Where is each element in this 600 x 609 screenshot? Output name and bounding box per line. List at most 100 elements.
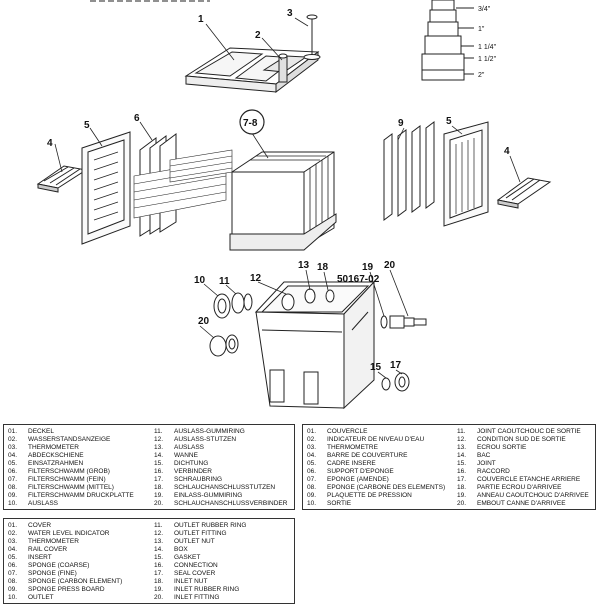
legend-row: 14.BAC	[457, 452, 491, 459]
measurement-1-1-4: 1 1/4"	[478, 44, 497, 51]
callout-19: 19	[362, 262, 374, 273]
callout-20-right: 20	[384, 260, 396, 271]
legend-row: 03.THERMOMETER	[8, 444, 79, 451]
legend-row: 13.AUSLASS	[154, 444, 204, 451]
legend-english: 01.COVER 02.WATER LEVEL INDICATOR 03.THE…	[3, 518, 295, 604]
legend-row: 07.EPONGE (AMENDE)	[307, 476, 389, 483]
callout-circle-7-8	[239, 109, 265, 135]
legend-row: 15.JOINT	[457, 460, 496, 467]
legend-row: 01.DECKEL	[8, 428, 55, 435]
exploded-parts-diagram: 1 2 3 4 5 6 7-8 9 5 4 10 11 12 13 18 501…	[36, 0, 552, 410]
lid-part	[184, 47, 320, 94]
legend-row: 12.OUTLET FITTING	[154, 530, 227, 537]
legend-row: 09.FILTERSCHWAMM DRUCKPLATTE	[8, 492, 134, 499]
legend-row: 11.JOINT CAOUTCHOUC DE SORTIE	[457, 428, 581, 435]
legend-row: 08.SPONGE (CARBON ELEMENT)	[8, 578, 123, 585]
legend-row: 13.OUTLET NUT	[154, 538, 215, 545]
legend-row: 11.OUTLET RUBBER RING	[154, 522, 247, 529]
callout-4-left: 4	[47, 138, 53, 149]
callout-9: 9	[398, 118, 404, 129]
legend-row: 10.OUTLET	[8, 594, 54, 601]
legend-row: 04.BARRE DE COUVERTURE	[307, 452, 408, 459]
legend-row: 17.SCHRAUBRING	[154, 476, 223, 483]
thermometer-part	[303, 14, 321, 60]
legend-row: 05.CADRE INSERE	[307, 460, 376, 467]
legend-row: 10.SORTIE	[307, 500, 352, 507]
callout-17: 17	[390, 360, 402, 371]
legend-row: 18.INLET NUT	[154, 578, 208, 585]
legend-row: 12.AUSLASS-STUTZEN	[154, 436, 237, 443]
gasket-seal-parts	[381, 372, 410, 392]
measurement-1-1-2: 1 1/2"	[478, 56, 497, 63]
press-boards-right-part	[383, 121, 435, 221]
callout-13: 13	[298, 260, 310, 271]
legend-row: 15.DICHTUNG	[154, 460, 209, 467]
legend-row: 16.CONNECTION	[154, 562, 218, 569]
legend-row: 08.EPONGE (CARBONE DES ELEMENTS)	[307, 484, 446, 491]
legend-row: 13.ECROU SORTIE	[457, 444, 527, 451]
callout-7-8: 7-8	[243, 118, 258, 129]
legend-row: 01.COVER	[8, 522, 52, 529]
legend-row: 19.INLET RUBBER RING	[154, 586, 240, 593]
legend-row: 01.COUVERCLE	[307, 428, 368, 435]
legend-row: 14.BOX	[154, 546, 188, 553]
insert-frame-right-part	[443, 121, 489, 227]
legend-row: 04.ABDECKSCHIENE	[8, 452, 84, 459]
legend-row: 17.COUVERCLE ETANCHE ARRIERE	[457, 476, 581, 483]
legend-row: 15.GASKET	[154, 554, 201, 561]
legend-row: 02.WATER LEVEL INDICATOR	[8, 530, 110, 537]
fitting-dimension-leaders	[456, 7, 474, 75]
legend-row: 03.THERMOMETRE	[307, 444, 378, 451]
legend-row: 20.EMBOUT CANNE D'ARRIVEE	[457, 500, 566, 507]
callout-3: 3	[287, 8, 293, 19]
legend-row: 02.INDICATEUR DE NIVEAU D'EAU	[307, 436, 425, 443]
inlet-fittings-right-part	[380, 315, 427, 329]
stepped-hose-fitting	[421, 0, 465, 81]
legend-row: 05.INSERT	[8, 554, 52, 561]
legend-row: 14.WANNE	[154, 452, 198, 459]
measurement-1: 1"	[478, 26, 485, 33]
callout-part-number: 50167-02	[337, 274, 380, 285]
legend-french: 01.COUVERCLE 02.INDICATEUR DE NIVEAU D'E…	[302, 424, 596, 510]
insert-frame-left-part	[81, 131, 131, 245]
water-level-indicator-part	[278, 53, 288, 83]
legend-row: 11.AUSLASS-GUMMIRING	[154, 428, 245, 435]
legend-row: 19.ANNEAU CAOUTCHOUC D'ARRIVEE	[457, 492, 589, 499]
legend-row: 08.FILTERSCHWAMM (MITTEL)	[8, 484, 114, 491]
legend-row: 02.WASSERSTANDSANZEIGE	[8, 436, 111, 443]
legend-german: 01.DECKEL 02.WASSERSTANDSANZEIGE 03.THER…	[3, 424, 295, 510]
callout-15: 15	[370, 362, 382, 373]
callout-leaders	[54, 17, 521, 379]
legend-row: 09.PLAQUETTE DE PRESSION	[307, 492, 412, 499]
measurement-3-4: 3/4"	[478, 6, 491, 13]
legend-row: 12.CONDITION SUD DE SORTIE	[457, 436, 566, 443]
callout-12: 12	[250, 273, 262, 284]
callout-11: 11	[219, 276, 230, 287]
callout-20-left: 20	[198, 316, 210, 327]
legend-row: 06.SUPPORT D'EPONGE	[307, 468, 394, 475]
legend-row: 07.SPONGE (FINE)	[8, 570, 77, 577]
legend-row: 04.RAIL COVER	[8, 546, 68, 553]
legend-row: 06.FILTERSCHWAMM (GROB)	[8, 468, 110, 475]
filter-block-part	[229, 151, 337, 251]
legend-row: 19.EINLASS-GUMMIRING	[154, 492, 243, 499]
legend-row: 05.EINSATZRAHMEN	[8, 460, 84, 467]
legend-row: 10.AUSLASS	[8, 500, 58, 507]
legend-row: 20.INLET FITTING	[154, 594, 220, 601]
callout-10: 10	[194, 275, 206, 286]
legend-row: 18.SCHLAUCHANSCHLUSSTUTZEN	[154, 484, 276, 491]
callout-18: 18	[317, 262, 329, 273]
tank-box-part	[254, 280, 376, 410]
callout-2: 2	[255, 30, 261, 41]
callout-4-right: 4	[504, 146, 510, 157]
legend-row: 20.SCHLAUCHANSCHLUSSVERBINDER	[154, 500, 288, 507]
legend-row: 09.SPONGE PRESS BOARD	[8, 586, 105, 593]
legend-row: 17.SEAL COVER	[154, 570, 216, 577]
rail-cover-left-part	[36, 165, 88, 193]
measurement-2: 2"	[478, 72, 485, 79]
callout-5-right: 5	[446, 116, 452, 127]
legend-row: 06.SPONGE (COARSE)	[8, 562, 90, 569]
callout-1: 1	[198, 14, 204, 25]
legend-row: 16.VERBINDER	[154, 468, 212, 475]
rail-cover-right-part	[496, 177, 552, 209]
